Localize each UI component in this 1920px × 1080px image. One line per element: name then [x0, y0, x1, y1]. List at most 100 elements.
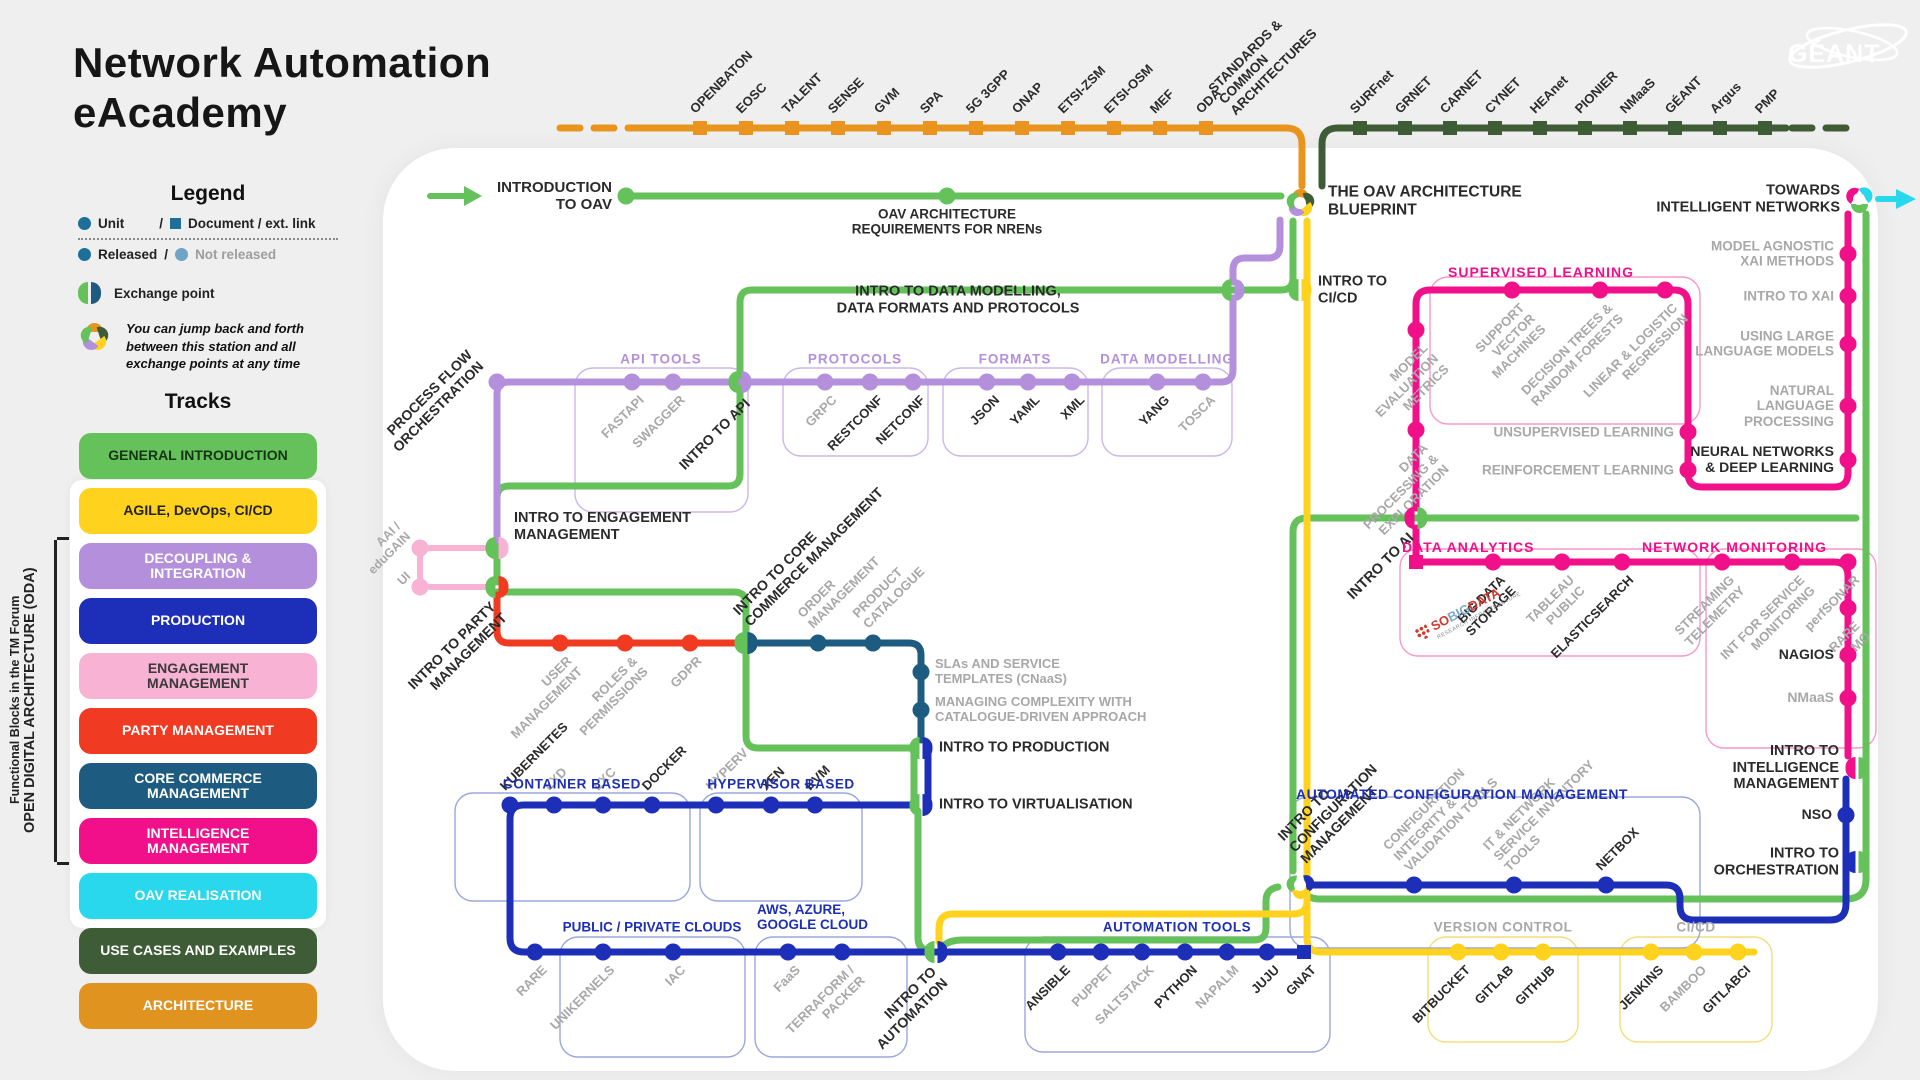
station-surfnet[interactable]	[1353, 121, 1367, 135]
station-grpc[interactable]	[816, 373, 834, 391]
station-bamboo[interactable]	[1685, 943, 1703, 961]
station-unsupervised[interactable]	[1679, 423, 1697, 441]
station-nso[interactable]	[1837, 806, 1855, 824]
station-nlp[interactable]	[1839, 397, 1857, 415]
station-iac[interactable]	[664, 943, 682, 961]
ex-intro-cicd[interactable]	[1288, 279, 1312, 301]
station-process-flow-corner[interactable]	[488, 373, 506, 391]
station-5g-3gpp[interactable]	[969, 121, 983, 135]
station-rare-nemo[interactable]	[1839, 599, 1857, 617]
station-xen[interactable]	[762, 796, 780, 814]
station-lxd[interactable]	[545, 796, 563, 814]
station-sense[interactable]	[831, 121, 845, 135]
station-kubernetes[interactable]	[501, 796, 519, 814]
station-grnet[interactable]	[1398, 121, 1412, 135]
station-mef[interactable]	[1153, 121, 1167, 135]
track-pill-core-commerce-management[interactable]: CORE COMMERCE MANAGEMENT	[79, 763, 317, 809]
station-tosca[interactable]	[1194, 373, 1212, 391]
station-nagios[interactable]	[1839, 646, 1857, 664]
station-elasticsearch[interactable]	[1613, 553, 1631, 571]
hub-oav-blueprint[interactable]	[1294, 197, 1306, 209]
ex-intro-core-commerce[interactable]	[734, 632, 758, 654]
station-roles-permissions[interactable]	[616, 634, 634, 652]
track-pill-oav-realisation[interactable]: OAV REALISATION	[79, 873, 317, 919]
ex-intro-automation[interactable]	[924, 941, 948, 963]
station-nmaas-right[interactable]	[1839, 689, 1857, 707]
station-tableau-public[interactable]	[1553, 553, 1571, 571]
track-pill-production[interactable]: PRODUCTION	[79, 598, 317, 644]
ex-intro-virtualisation[interactable]	[909, 794, 933, 816]
station-restconf[interactable]	[861, 373, 879, 391]
station-gitlabci[interactable]	[1729, 943, 1747, 961]
station-model-evaluation-metrics[interactable]	[1407, 321, 1425, 339]
station-json[interactable]	[978, 373, 996, 391]
ex-intro-orchestration[interactable]	[1845, 851, 1869, 873]
station-kvm[interactable]	[806, 796, 824, 814]
station-gvm[interactable]	[877, 121, 891, 135]
station-lxc[interactable]	[594, 796, 612, 814]
station-puppet[interactable]	[1092, 943, 1110, 961]
station-unikernels[interactable]	[594, 943, 612, 961]
station-svm[interactable]	[1503, 281, 1521, 299]
station-hyperv[interactable]	[707, 796, 725, 814]
station-netbox[interactable]	[1597, 876, 1615, 894]
station-juju[interactable]	[1258, 943, 1276, 961]
track-pill-general-introduction[interactable]: GENERAL INTRODUCTION	[79, 433, 317, 479]
ex-intro-data-modelling[interactable]	[1221, 279, 1245, 301]
ex-intro-production[interactable]	[909, 737, 933, 759]
ex-intro-engagement[interactable]	[485, 537, 509, 559]
station-etsi-osm[interactable]	[1107, 121, 1121, 135]
track-pill-engagement-management[interactable]: ENGAGEMENT MANAGEMENT	[79, 653, 317, 699]
station-data-processing-exploration[interactable]	[1407, 421, 1425, 439]
ex-intro-ai[interactable]	[1404, 507, 1428, 529]
station-saltstack[interactable]	[1133, 943, 1151, 961]
station-etsi-zsm[interactable]	[1061, 121, 1075, 135]
station-decision-trees[interactable]	[1591, 281, 1609, 299]
station-carnet[interactable]	[1443, 121, 1457, 135]
station-using-llm[interactable]	[1839, 335, 1857, 353]
station-gitlab[interactable]	[1492, 943, 1510, 961]
station-argus[interactable]	[1713, 121, 1727, 135]
station-cynet[interactable]	[1488, 121, 1502, 135]
track-pill-party-management[interactable]: PARTY MANAGEMENT	[79, 708, 317, 754]
towards-intelligent-networks[interactable]	[1853, 193, 1865, 205]
station-gnat[interactable]	[1297, 945, 1311, 959]
station-ansible[interactable]	[1049, 943, 1067, 961]
station-faas[interactable]	[779, 943, 797, 961]
station-it-network-inventory[interactable]	[1505, 876, 1523, 894]
ex-intro-party[interactable]	[485, 576, 509, 598]
junction-config-mgmt[interactable]	[1294, 879, 1306, 891]
track-pill-agile-devops-ci-cd[interactable]: AGILE, DevOps, CI/CD	[79, 488, 317, 534]
station-ui[interactable]	[411, 578, 429, 596]
station-linear-logistic[interactable]	[1656, 281, 1674, 299]
track-pill-decoupling-integration[interactable]: DECOUPLING & INTEGRATION	[79, 543, 317, 589]
station-pmp[interactable]	[1758, 121, 1772, 135]
station-aai-edugain[interactable]	[411, 539, 429, 557]
station-rare[interactable]	[526, 943, 544, 961]
track-pill-intelligence-management[interactable]: INTELLIGENCE MANAGEMENT	[79, 818, 317, 864]
station-order-management[interactable]	[809, 634, 827, 652]
ex-intro-intelligence[interactable]	[1845, 757, 1869, 779]
station-openbaton[interactable]	[693, 121, 707, 135]
station-sobigdata[interactable]	[1409, 555, 1423, 569]
station-nmaas-top[interactable]	[1623, 121, 1637, 135]
station-xml[interactable]	[1063, 373, 1081, 391]
station-product-catalogue[interactable]	[864, 634, 882, 652]
station-github[interactable]	[1534, 943, 1552, 961]
station-swagger[interactable]	[664, 373, 682, 391]
station-yaml[interactable]	[1019, 373, 1037, 391]
station-onap[interactable]	[1015, 121, 1029, 135]
ex-intro-api[interactable]	[728, 371, 752, 393]
station-oav-arch-requirements[interactable]	[938, 187, 956, 205]
station-talent[interactable]	[785, 121, 799, 135]
station-model-agnostic-xai[interactable]	[1839, 245, 1857, 263]
station-int-service-monitoring[interactable]	[1783, 553, 1801, 571]
station-fastapi[interactable]	[623, 373, 641, 391]
station-gdpr[interactable]	[681, 634, 699, 652]
track-pill-use-cases-and-examples[interactable]: USE CASES AND EXAMPLES	[79, 928, 317, 974]
station-netconf[interactable]	[904, 373, 922, 391]
station-config-integrity[interactable]	[1405, 876, 1423, 894]
station-introduction-to-oav[interactable]	[617, 187, 635, 205]
station-pionier[interactable]	[1578, 121, 1592, 135]
station-streaming-telemetry[interactable]	[1713, 553, 1731, 571]
